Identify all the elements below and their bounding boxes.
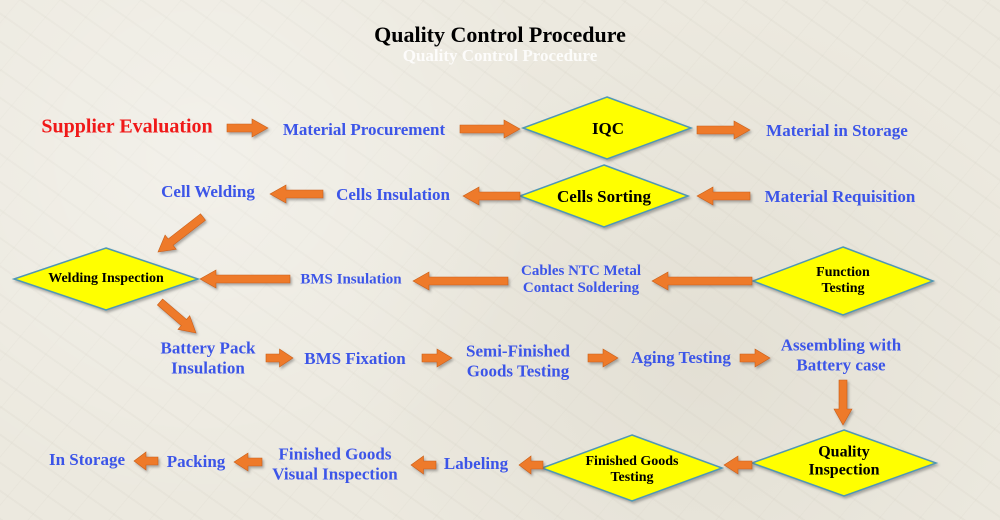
node-finished-visual-line2: Visual Inspection bbox=[272, 464, 398, 483]
node-quality-inspection-line2: Inspection bbox=[808, 462, 880, 479]
arrow-visual-to-packing bbox=[233, 452, 263, 472]
node-function-testing-line2: Testing bbox=[821, 281, 865, 296]
node-welding-inspection: Welding Inspection bbox=[48, 270, 164, 286]
diamond-finished-goods-testing bbox=[539, 434, 725, 502]
node-assembling: Assembling with Battery case bbox=[781, 335, 901, 374]
node-material-procurement: Material Procurement bbox=[282, 120, 446, 140]
arrow-semi-finished-to-aging bbox=[587, 348, 619, 368]
node-cables-ntc-line2: Contact Soldering bbox=[522, 280, 640, 296]
node-assembling-line2: Battery case bbox=[796, 355, 886, 374]
node-semi-finished-testing: Semi-Finished Goods Testing bbox=[466, 341, 570, 380]
diamond-cells-sorting bbox=[517, 164, 691, 228]
arrow-welding-to-inspection bbox=[157, 213, 206, 253]
arrow-assembling-to-quality bbox=[833, 379, 853, 426]
arrow-inspection-to-battery-pack bbox=[156, 298, 197, 334]
diamond-function-testing bbox=[750, 246, 936, 316]
arrow-function-to-cables bbox=[651, 271, 753, 291]
node-finished-goods-visual: Finished Goods Visual Inspection bbox=[272, 444, 397, 483]
node-material-requisition: Material Requisition bbox=[764, 187, 916, 207]
node-cells-sorting: Cells Sorting bbox=[557, 187, 651, 207]
arrow-iqc-to-storage bbox=[696, 120, 751, 140]
node-finished-testing-line1: Finished Goods bbox=[585, 453, 679, 469]
node-material-in-storage: Material in Storage bbox=[766, 121, 908, 141]
arrow-sorting-to-insulation bbox=[462, 186, 521, 206]
node-in-storage: In Storage bbox=[48, 450, 126, 470]
node-semi-finished-line2: Goods Testing bbox=[466, 361, 570, 380]
arrow-finished-testing-to-labeling bbox=[518, 455, 544, 475]
arrow-labeling-to-visual bbox=[410, 455, 437, 475]
arrow-fixation-to-semi-finished bbox=[421, 348, 453, 368]
node-assembling-line1: Assembling with bbox=[780, 335, 902, 355]
diamond-iqc bbox=[520, 96, 694, 160]
arrow-insulation-to-welding bbox=[269, 184, 324, 204]
node-cables-ntc-soldering: Cables NTC Metal Contact Soldering bbox=[521, 263, 641, 298]
node-bms-fixation: BMS Fixation bbox=[304, 349, 406, 369]
node-iqc: IQC bbox=[591, 119, 625, 139]
node-finished-goods-testing: Finished Goods Testing bbox=[586, 454, 679, 486]
node-battery-pack-line1: Battery Pack bbox=[160, 338, 256, 358]
page-title-shadow: Quality Control Procedure bbox=[402, 46, 598, 65]
arrow-supplier-to-procurement bbox=[226, 118, 269, 138]
node-finished-testing-line2: Testing bbox=[610, 470, 654, 485]
arrow-packing-to-storage bbox=[133, 451, 159, 471]
arrow-aging-to-assembling bbox=[739, 348, 771, 368]
node-semi-finished-line1: Semi-Finished bbox=[466, 341, 570, 361]
node-cells-insulation: Cells Insulation bbox=[336, 185, 450, 205]
node-finished-visual-line1: Finished Goods bbox=[278, 444, 392, 464]
node-cell-welding: Cell Welding bbox=[161, 182, 255, 202]
arrow-cables-to-bms-insulation bbox=[412, 271, 509, 291]
node-function-testing-line1: Function bbox=[816, 264, 870, 280]
node-labeling: Labeling bbox=[443, 454, 509, 474]
node-cables-ntc-line1: Cables NTC Metal bbox=[521, 262, 641, 279]
node-aging-testing: Aging Testing bbox=[631, 348, 731, 368]
node-quality-inspection-line1: Quality bbox=[818, 443, 870, 461]
node-supplier-evaluation: Supplier Evaluation bbox=[41, 115, 213, 138]
arrow-battery-pack-to-fixation bbox=[265, 348, 294, 368]
arrow-requisition-to-sorting bbox=[696, 186, 751, 206]
node-bms-insulation: BMS Insulation bbox=[300, 271, 402, 288]
arrow-quality-to-finished-testing bbox=[723, 455, 753, 475]
node-quality-inspection: Quality Inspection bbox=[808, 444, 879, 481]
node-function-testing: Function Testing bbox=[816, 265, 870, 297]
page-title: Quality Control Procedure bbox=[374, 22, 626, 47]
diamond-welding-inspection bbox=[11, 247, 201, 311]
node-packing: Packing bbox=[166, 452, 226, 472]
node-battery-pack-line2: Insulation bbox=[171, 358, 245, 377]
arrow-bms-insulation-to-inspection bbox=[199, 269, 291, 289]
diamond-quality-inspection bbox=[749, 429, 939, 497]
arrow-procurement-to-iqc bbox=[459, 119, 521, 139]
node-battery-pack-insulation: Battery Pack Insulation bbox=[161, 338, 256, 377]
